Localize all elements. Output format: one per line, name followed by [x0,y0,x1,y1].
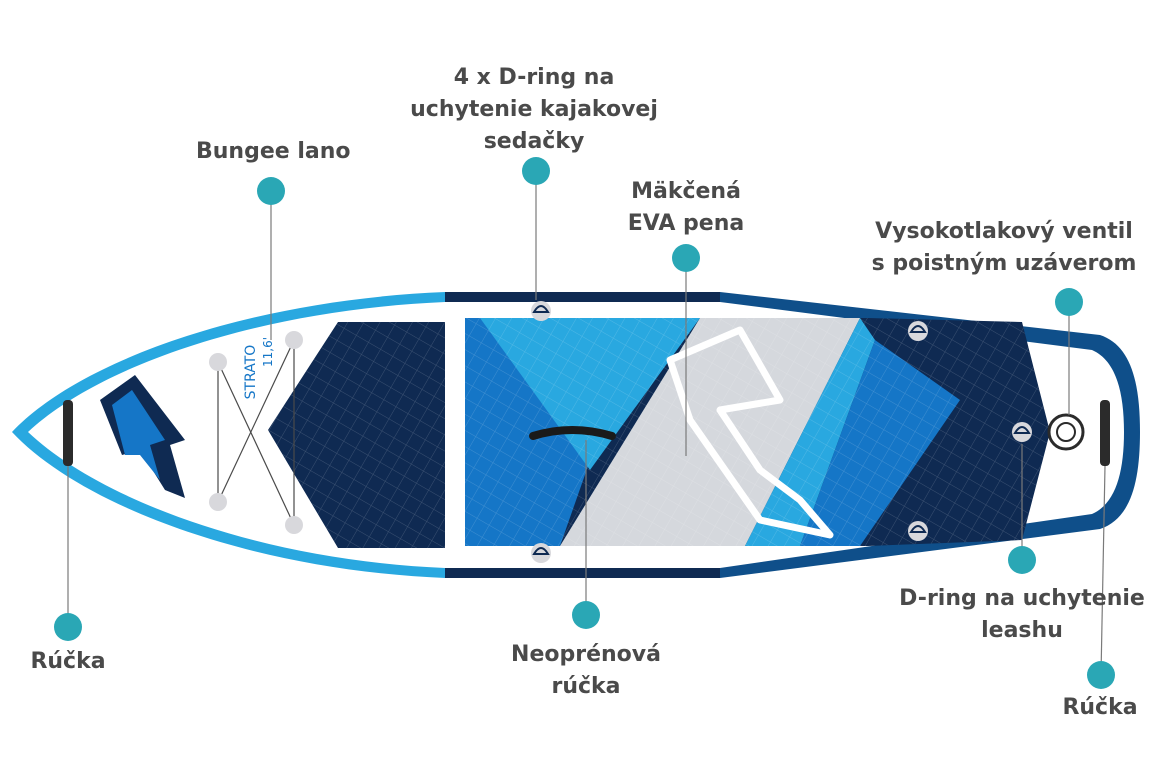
callout-valve: Vysokotlakový ventil s poistným uzáverom [871,219,1137,276]
model-size: 11,6' [261,337,275,367]
callout-neoprene: Neoprénová rúčka [511,642,661,699]
marker-handle-left [54,613,82,641]
marker-bungee [257,177,285,205]
eva-deck-pad [268,318,1050,548]
callout-dring-leash: D-ring na uchytenie leashu [899,586,1145,643]
callout-handle-left: Rúčka [30,649,106,674]
rail-tail-band-bottom [720,432,1140,578]
marker-valve [1055,288,1083,316]
bungee-anchors [209,331,303,534]
bungee-cord [217,339,295,526]
marker-eva [672,244,700,272]
tail-handle [1100,400,1110,466]
marker-dring-leash [1008,546,1036,574]
rail-center-band-bottom [445,568,720,578]
nose-handle [63,400,73,466]
marker-dring-kayak [522,157,550,185]
marker-handle-right [1087,661,1115,689]
valve [1047,413,1085,451]
d-rings [531,301,1032,563]
neoprene-handle [529,426,616,440]
callout-markers [54,157,1115,689]
callout-dring-kayak: 4 x D-ring na uchytenie kajakovej sedačk… [410,65,658,154]
leader-lines [67,171,1106,676]
deck-logo [666,326,834,539]
model-name: STRATO [243,345,259,400]
nose-logo [100,375,185,498]
callout-eva: Mäkčená EVA pena [627,179,745,236]
callout-bungee: Bungee lano [196,139,351,164]
rail-center-band-top [445,292,720,302]
marker-neoprene [572,601,600,629]
callout-handle-right: Rúčka [1062,695,1138,720]
